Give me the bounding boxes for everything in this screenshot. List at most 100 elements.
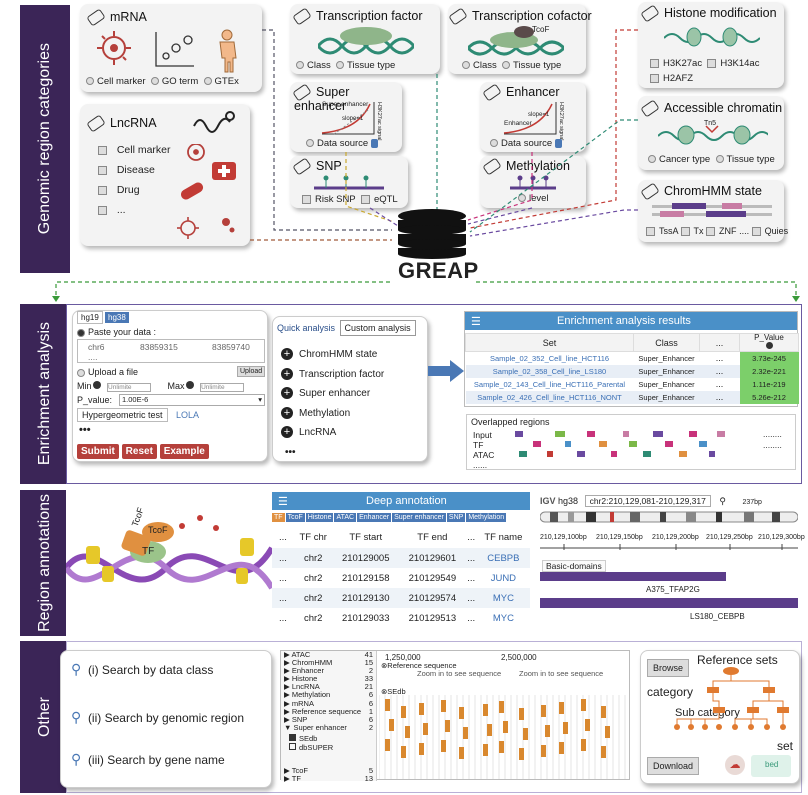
example-button[interactable]: Example [159,444,209,459]
locus-input[interactable]: chr2:210,129,081-210,129,317 [584,495,711,507]
checkbox[interactable] [98,145,107,155]
checkbox[interactable] [98,185,107,195]
track-feature[interactable] [559,702,564,714]
track-feature[interactable] [519,708,524,720]
track-feature[interactable] [541,745,546,757]
close-icon[interactable]: ⊗ [381,687,388,696]
tab-methylation[interactable]: Methylation [466,513,507,522]
checkbox[interactable] [680,227,690,237]
radio-icon[interactable] [296,61,304,70]
radio-icon[interactable] [77,368,85,377]
tree-checkbox-sedb[interactable]: SEdb [289,733,376,743]
track-feature[interactable] [601,746,606,758]
track-feature[interactable] [601,706,606,718]
track-feature[interactable] [581,739,586,751]
track-feature[interactable] [445,720,450,732]
radio-icon[interactable] [150,77,159,86]
quick-item[interactable]: +LncRNA [281,423,384,443]
radio-icon[interactable] [648,155,656,164]
track-feature[interactable] [459,747,464,759]
track-feature[interactable] [585,719,590,731]
checkbox[interactable] [302,194,311,204]
track-feature[interactable] [405,726,410,738]
tree-checkbox-dbsuper[interactable]: dbSUPER [289,742,376,752]
radio-selected-icon[interactable] [77,328,85,337]
quick-item[interactable]: +Methylation [281,404,384,424]
track-feature[interactable] [401,746,406,758]
tab-snp[interactable]: SNP [446,513,466,522]
quick-item[interactable]: +ChromHMM state [281,345,384,365]
tab-super-enhancer[interactable]: Super enhancer [392,513,446,522]
track-feature[interactable] [401,706,406,718]
menu-icon[interactable]: ☰ [278,496,288,508]
track-feature[interactable] [563,722,568,734]
checkbox[interactable] [706,227,716,237]
checkbox[interactable] [646,227,655,237]
radio-icon[interactable] [306,139,314,148]
browse-button[interactable]: Browse [647,659,690,677]
tab-quick-analysis[interactable]: Quick analysis [277,323,336,333]
track-feature[interactable] [441,740,446,752]
submit-button[interactable]: Submit [77,444,119,459]
checkbox[interactable] [360,194,370,204]
track-feature[interactable] [483,744,488,756]
track-feature[interactable] [499,701,504,713]
search-by-class[interactable]: ⚲ (i) Search by data class [71,661,214,677]
track-feature[interactable] [419,703,424,715]
tab-tcof[interactable]: TcoF [285,513,305,522]
track-feature[interactable] [559,742,564,754]
tab-lola[interactable]: LOLA [176,410,200,420]
track-feature[interactable] [441,700,446,712]
radio-icon[interactable] [518,194,526,203]
close-icon[interactable]: ⊗ [381,661,388,670]
radio-icon[interactable] [715,155,724,164]
tab-custom-analysis[interactable]: Custom analysis [339,320,416,336]
radio-icon[interactable] [86,77,94,86]
upload-button[interactable]: Upload [237,366,266,377]
menu-icon[interactable]: ☰ [471,316,481,328]
radio-icon[interactable] [462,61,470,70]
track-feature[interactable] [463,727,468,739]
track-feature[interactable] [503,721,508,733]
track-feature[interactable] [483,704,488,716]
track-feature[interactable] [385,739,390,751]
track-feature[interactable] [419,743,424,755]
track-feature[interactable] [385,699,390,711]
bed-file-icon[interactable]: bed [751,755,791,777]
tab-enhancer[interactable]: Enhancer [357,513,392,522]
gene-bar-ls180[interactable] [540,598,798,608]
download-button[interactable]: Download [647,757,700,775]
radio-icon[interactable] [336,61,345,70]
radio-icon[interactable] [490,139,498,148]
data-textarea[interactable]: chr6 83859315 83859740 .... [77,339,265,363]
tab-hypergeometric[interactable]: Hypergeometric test [77,408,168,422]
track-feature[interactable] [459,707,464,719]
checkbox[interactable] [751,227,761,237]
checkbox[interactable] [98,205,107,215]
checkbox[interactable] [650,73,659,83]
track-feature[interactable] [389,719,394,731]
track-feature[interactable] [545,725,550,737]
tab-histone[interactable]: Histone [305,513,334,522]
search-by-gene[interactable]: ⚲ (iii) Search by gene name [71,751,225,767]
cloud-download-icon[interactable]: ☁ [725,755,745,775]
track-feature[interactable] [541,705,546,717]
max-input[interactable]: Unlimite [200,383,245,392]
checkbox[interactable] [707,58,717,68]
pvalue-select[interactable]: 1.00E-6▾ [119,394,265,406]
checkbox[interactable] [650,58,659,68]
gene-bar-a375[interactable] [540,572,726,581]
